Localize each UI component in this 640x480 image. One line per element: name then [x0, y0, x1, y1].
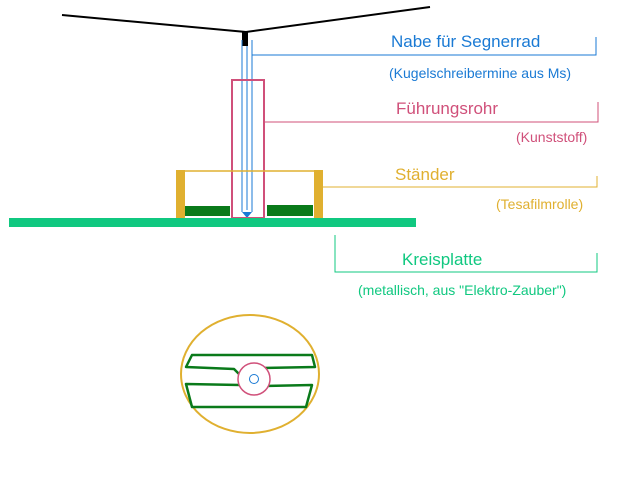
label-nabe-sub: (Kugelschreibermine aus Ms): [389, 65, 572, 81]
stand-fill-left: [185, 206, 230, 216]
label-staender-sub: (Tesafilmrolle): [496, 196, 584, 212]
top-view-outer-circle: [180, 314, 320, 434]
guide-tube: [231, 79, 265, 219]
stand-left-wall: [176, 170, 185, 218]
base-plate: [9, 218, 416, 227]
connector-platte: [334, 235, 598, 273]
connector-rohr: [264, 102, 599, 123]
connector-staender: [323, 176, 598, 188]
label-nabe-title: Nabe für Segnerrad: [391, 32, 541, 51]
stand-right-wall: [314, 170, 323, 218]
stand-fill-right: [267, 205, 313, 216]
segnerrad-arms: [61, 6, 431, 34]
label-staender-title: Ständer: [395, 165, 455, 184]
connector-nabe: [252, 37, 597, 56]
label-rohr-sub: (Kunststoff): [516, 129, 588, 145]
label-rohr-title: Führungsrohr: [396, 99, 499, 118]
label-platte-title: Kreisplatte: [402, 250, 483, 269]
hub-tip: [242, 212, 252, 218]
label-platte-sub: (metallisch, aus "Elektro-Zauber"): [358, 282, 567, 298]
top-view-hub-ring: [249, 374, 259, 384]
hub-block: [242, 32, 248, 46]
